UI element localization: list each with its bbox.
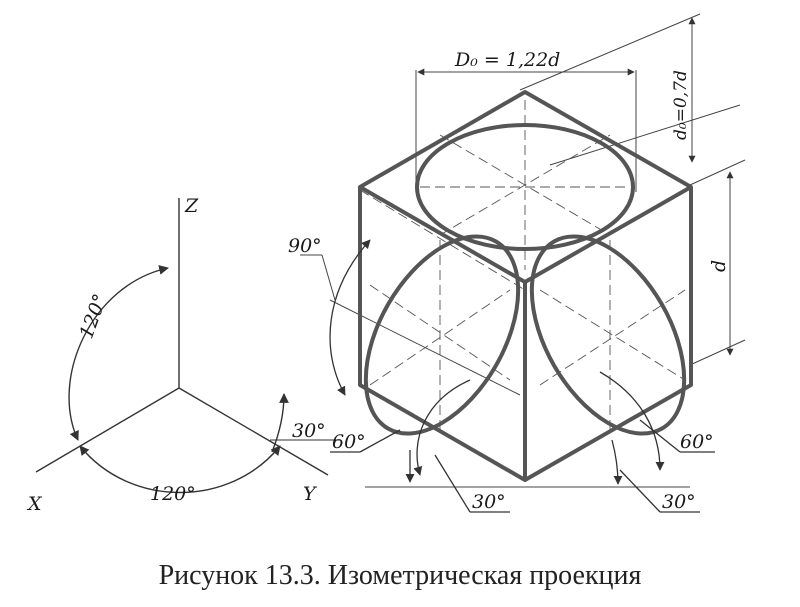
angle-arc-30-right [611, 439, 623, 485]
angle-label-30-left: 30° [472, 491, 506, 513]
angle-label-60-right: 60° [680, 431, 714, 453]
cube-diagram [300, 13, 746, 513]
isometric-figure: Z X Y 120° 120° 30° [26, 13, 746, 515]
cube-inner-edges [359, 185, 692, 480]
angle-arc-90 [329, 239, 371, 396]
angle-label-30-right: 30° [662, 491, 696, 513]
angle-label-left: 120° [75, 291, 111, 342]
angle-label-right: 30° [292, 420, 326, 442]
dim-label-small-d0: d₀=0,7d [671, 70, 691, 140]
axis-x-label: X [26, 493, 43, 515]
axis-z-label: Z [184, 195, 199, 217]
dim-label-d: d [708, 260, 730, 272]
figure-caption: Рисунок 13.3. Изометрическая проекция [158, 560, 642, 591]
angle-arc-xy [79, 445, 281, 494]
top-ellipse [415, 123, 635, 251]
angle-label-60-left: 60° [332, 431, 366, 453]
axes-diagram [35, 198, 340, 494]
axis-x-line [35, 387, 180, 473]
angle-label-90: 90° [288, 235, 322, 257]
angle-label-bottom: 120° [150, 483, 196, 505]
right-ellipse [529, 234, 687, 436]
angle-arc-30 [271, 393, 289, 453]
left-ellipse [363, 234, 521, 436]
angle-arc-60-left [413, 379, 471, 476]
axis-y-line [178, 387, 329, 476]
dim-label-d0: D₀ = 1,22d [454, 49, 560, 71]
angle-arc-60-right [599, 371, 665, 471]
axis-y-label: Y [303, 483, 318, 505]
angle-arc-zx [68, 265, 169, 441]
